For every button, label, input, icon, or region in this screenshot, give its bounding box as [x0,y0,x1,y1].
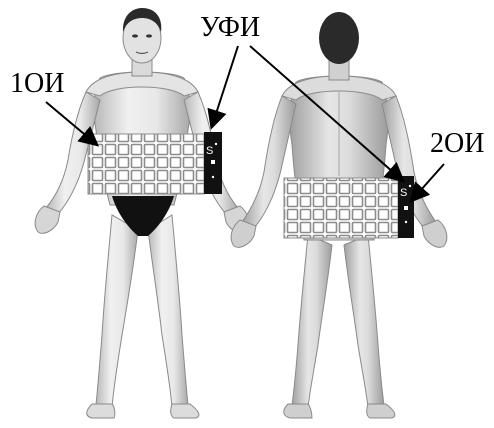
front-hair [122,8,162,32]
back-head [319,12,359,64]
back-device-panel: S [398,176,414,238]
arrow-2oi [409,163,445,203]
front-mouth [135,51,149,55]
label-2oi: 2ОИ [430,128,485,159]
back-shoulders [281,75,397,101]
label-ufi: УФИ [200,12,261,43]
front-figure [34,8,250,419]
back-device-dot-2 [404,220,408,224]
front-right-leg [147,214,189,408]
arrow-ufi-back [249,45,406,183]
back-emitter-grid [283,177,399,239]
front-left-foot [86,403,116,419]
back-left-foot [283,403,313,419]
back-figure [230,12,448,419]
front-device-dot-2 [211,175,215,179]
front-left-eye [132,34,138,38]
back-device-panel-letter: S [400,187,407,199]
back-device-indicator [404,206,408,210]
back-left-hand [230,219,257,248]
front-underwear [112,196,174,236]
front-device-panel: S [204,132,222,194]
back-right-hand [421,219,448,248]
front-device-dot-1 [214,142,218,146]
front-left-hand [34,205,61,234]
front-left-leg [95,214,139,408]
arrow-ufi-front [207,45,239,130]
front-device-panel-letter: S [206,145,213,157]
front-device-indicator [211,160,215,164]
front-shoulders [85,71,199,97]
back-left-leg [291,234,333,408]
front-emitter-grid [87,133,205,195]
label-1oi: 1ОИ [10,68,65,99]
back-device-dot-1 [408,184,412,188]
arrow-1oi [45,101,100,147]
front-right-foot [170,403,200,419]
back-right-leg [343,234,385,408]
back-right-foot [366,403,396,419]
front-right-eye [146,34,152,38]
